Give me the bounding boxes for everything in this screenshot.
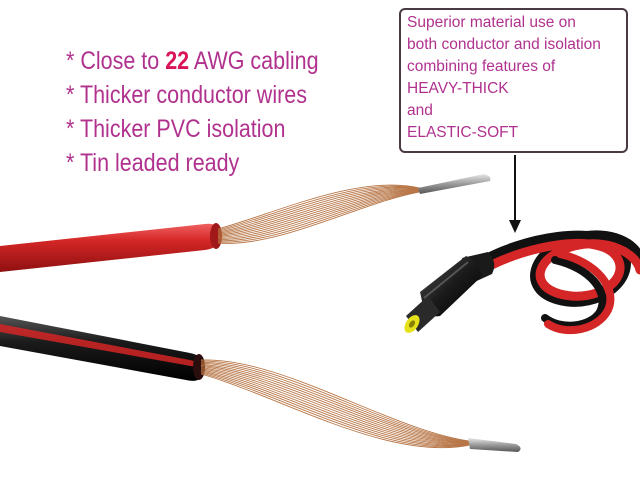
callout-line: HEAVY-THICK xyxy=(407,80,509,97)
copper-strand xyxy=(217,184,423,230)
callout-line: both conductor and isolation xyxy=(407,36,601,53)
feature-awg: * Close to 22 AWG cabling xyxy=(66,44,319,78)
copper-strand xyxy=(217,188,423,235)
copper-strand xyxy=(200,359,473,442)
copper-strand xyxy=(200,372,473,448)
black-wire xyxy=(0,316,521,452)
copper-strand xyxy=(217,190,423,243)
copper-strand xyxy=(217,190,423,241)
callout-line: Superior material use on xyxy=(407,14,576,31)
feature-conductor: * Thicker conductor wires xyxy=(66,81,307,109)
copper-strand xyxy=(200,360,473,443)
copper-strand xyxy=(200,367,473,444)
dc-connector-cable xyxy=(404,230,640,335)
copper-strand xyxy=(200,369,473,445)
pointer-arrow xyxy=(509,155,521,233)
copper-strand xyxy=(200,366,473,444)
awg-number: 22 xyxy=(165,47,190,75)
copper-strand xyxy=(200,363,473,443)
copper-strand xyxy=(217,186,423,232)
red-wire xyxy=(0,174,491,272)
copper-strand xyxy=(217,190,423,242)
copper-strand xyxy=(217,187,423,233)
copper-strand xyxy=(217,185,423,231)
copper-strand xyxy=(217,189,423,236)
red-wire-strands xyxy=(217,184,423,244)
black-wire-strands xyxy=(200,359,473,449)
copper-strand xyxy=(200,371,473,447)
copper-strand xyxy=(217,188,423,234)
callout-line: and xyxy=(407,102,433,119)
feature-list: * Close to 22 AWG cabling * Thicker cond… xyxy=(66,44,319,180)
copper-strand xyxy=(217,189,423,239)
feature-awg-suffix: AWG cabling xyxy=(189,47,319,75)
feature-awg-prefix: * Close to xyxy=(66,47,166,75)
copper-strand xyxy=(217,191,423,244)
callout-line: combining features of xyxy=(407,58,556,75)
copper-strand xyxy=(217,190,423,240)
copper-strand xyxy=(200,370,473,446)
copper-strand xyxy=(200,368,473,445)
copper-strand xyxy=(217,189,423,237)
callout-line: ELASTIC-SOFT xyxy=(407,124,519,141)
feature-isolation: * Thicker PVC isolation xyxy=(66,115,286,143)
feature-tin: * Tin leaded ready xyxy=(66,149,240,177)
material-callout: Superior material use on both conductor … xyxy=(399,8,628,153)
copper-strand xyxy=(200,361,473,443)
copper-strand xyxy=(200,364,473,444)
copper-strand xyxy=(200,362,473,443)
copper-strand xyxy=(200,373,473,449)
